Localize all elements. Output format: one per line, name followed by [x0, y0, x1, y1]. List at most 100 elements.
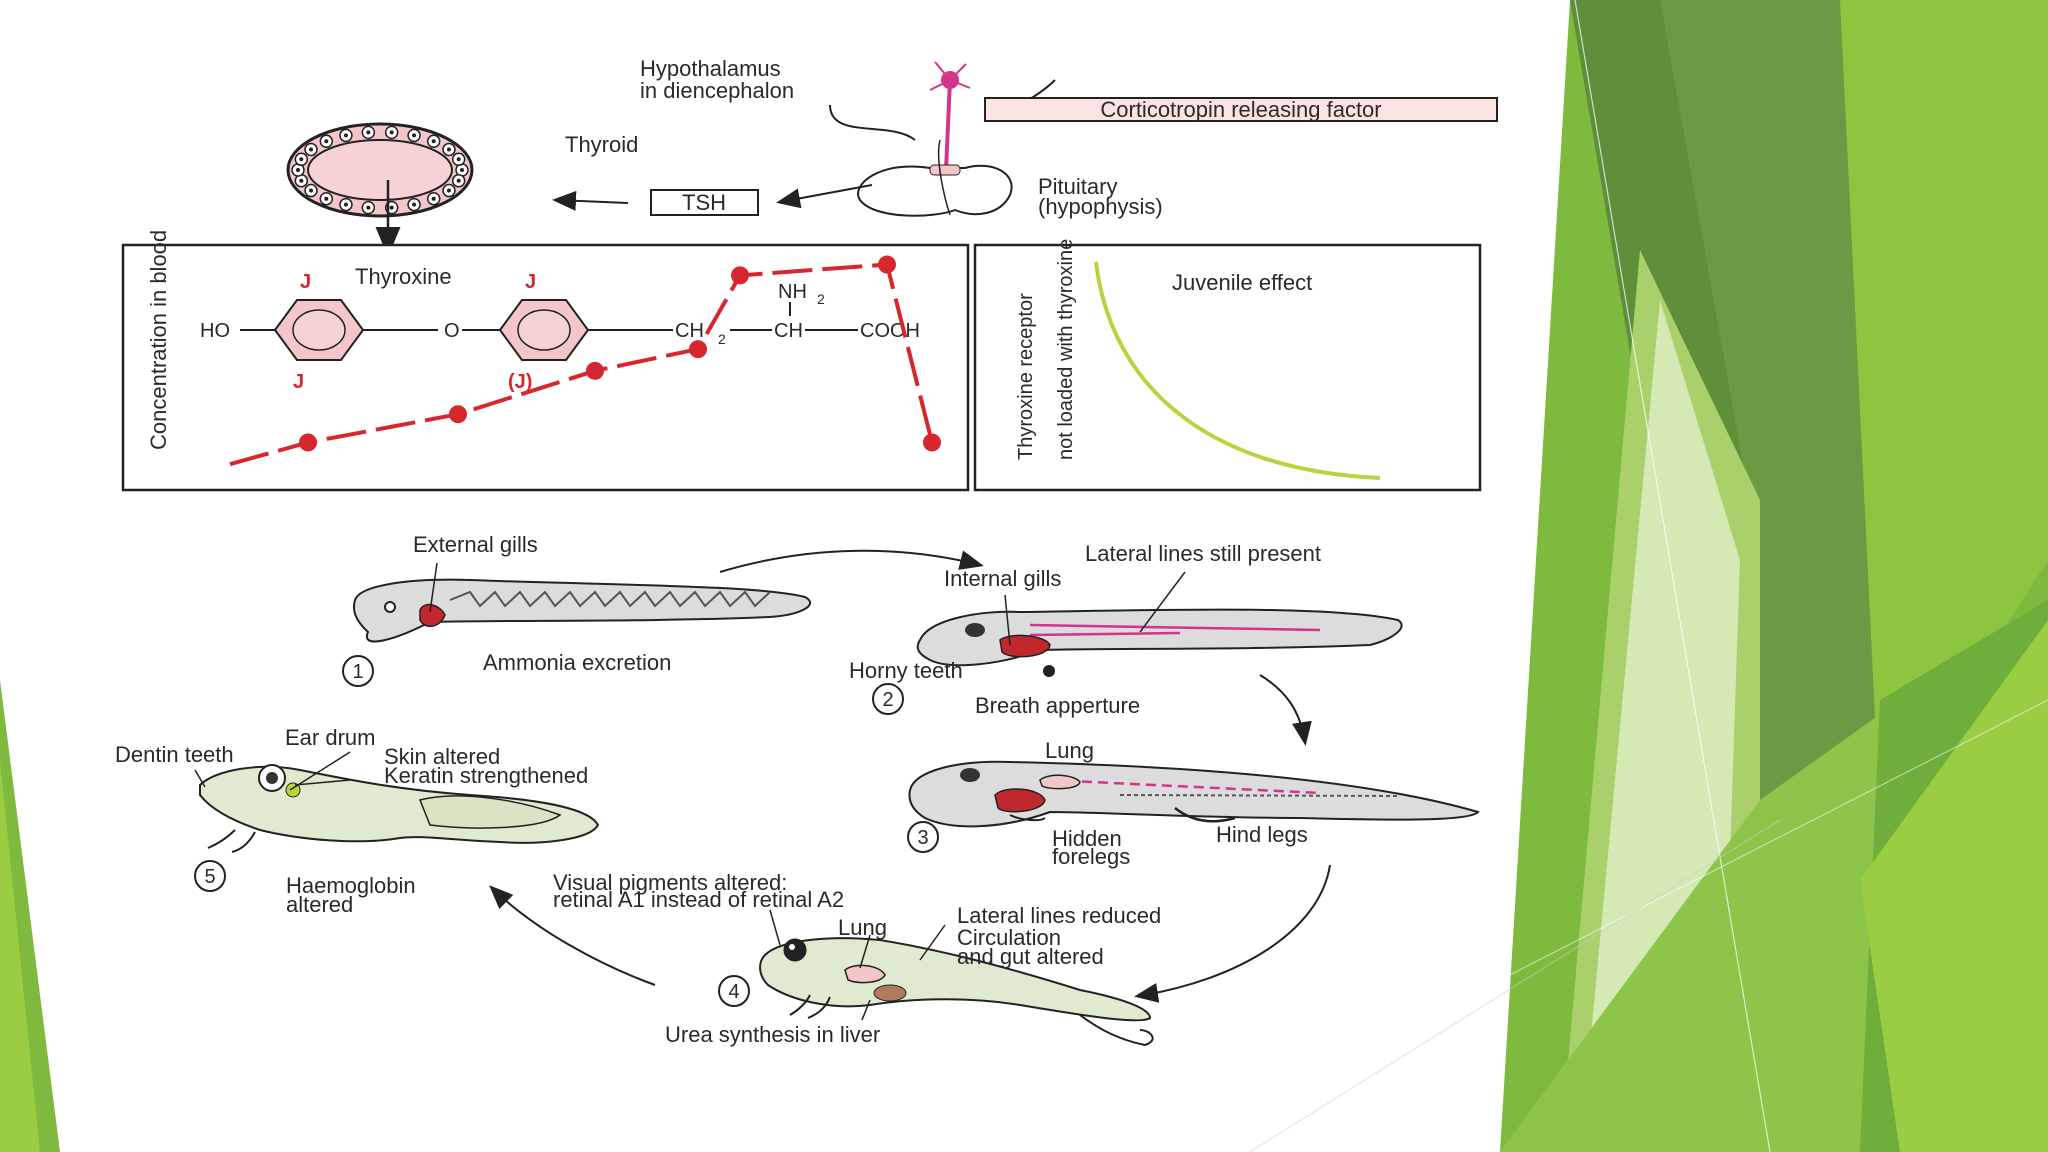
hypothalamus-label-line2: in diencephalon — [640, 78, 794, 103]
visual-pigments-label-line1: Visual pigments altered: — [553, 870, 787, 895]
stage-1-number: 1 — [352, 661, 363, 683]
thyroid-cell-nucleus — [460, 168, 464, 172]
dentin-teeth-label: Dentin teeth — [115, 742, 234, 767]
crf-box — [984, 97, 1498, 122]
thyroid-cell-nucleus — [324, 196, 329, 201]
arrow-pituitary-to-tsh — [776, 184, 873, 209]
thyroxine-data-point — [689, 340, 707, 359]
receptor-axis-label-line2: not loaded with thyroxine — [1055, 239, 1077, 460]
stage-3-marker — [907, 821, 939, 853]
thyroid-cell-nucleus — [309, 188, 314, 193]
skin-altered-label-line1: Skin altered — [384, 744, 500, 769]
chem-ch: CH — [774, 320, 803, 342]
thyroxine-panel: Concentration in blood Thyroxine HO J J … — [121, 230, 970, 492]
green-decoration-left — [0, 680, 60, 1152]
hidden-forelegs-label-line2: forelegs — [1052, 844, 1130, 869]
internal-gills-icon — [999, 634, 1051, 658]
thyroid-cell-nucleus — [456, 178, 461, 183]
thyroid-cell-nucleus — [431, 139, 436, 144]
chem-ch2: CH — [675, 320, 704, 342]
thyroid-cell-nucleus — [446, 147, 451, 152]
ear-drum-label: Ear drum — [285, 725, 375, 750]
hypothalamus-label-line1: Hypothalamus — [640, 56, 781, 81]
stage-4-number: 4 — [728, 981, 739, 1003]
iodine-label-3: J — [525, 271, 536, 293]
juvenile-panel-frame — [973, 243, 1482, 492]
tsh-box — [650, 189, 759, 216]
thyroid-cell-nucleus — [389, 130, 394, 135]
circulation-label-line2: and gut altered — [957, 944, 1104, 969]
stage-3-lung-label: Lung — [1045, 738, 1094, 763]
thyroxine-data-point — [449, 405, 467, 424]
horny-teeth-label: Horny teeth — [849, 658, 963, 683]
external-gills-label: External gills — [413, 532, 538, 557]
arrow-stage1-to-stage2 — [719, 549, 984, 573]
thyroid-cell-nucleus — [324, 139, 329, 144]
thyroid-gland-illustration — [286, 122, 474, 218]
arrow-stage4-to-stage5 — [489, 885, 656, 986]
thyroxine-data-point — [878, 255, 896, 274]
concentration-axis-label: Concentration in blood — [146, 230, 171, 450]
froglet-lung-icon — [844, 964, 886, 984]
thyroid-cell-nucleus — [389, 205, 394, 210]
breath-aperture-icon — [1043, 665, 1055, 677]
skin-altered-label-line2: Keratin strengthened — [384, 763, 588, 788]
stage-2-number: 2 — [882, 689, 893, 711]
thyroid-cell-nucleus — [456, 157, 461, 162]
thyroid-cell-nucleus — [366, 130, 371, 135]
chem-ho: HO — [200, 320, 230, 342]
thyroxine-concentration-curve — [229, 255, 941, 467]
metamorphosis-cycle: External gills Ammonia excretion 1 Later… — [115, 532, 1480, 1047]
juvenile-panel: Juvenile effect Thyroxine receptor not l… — [973, 239, 1482, 492]
stage-2-marker — [872, 683, 904, 715]
liver-icon — [873, 984, 907, 1002]
pituitary-label-line1: Pituitary — [1038, 174, 1117, 199]
thyroid-cell-nucleus — [299, 178, 304, 183]
iodine-label-4: (J) — [508, 371, 532, 393]
thyroxine-data-point — [586, 361, 604, 380]
green-decoration-right — [1249, 0, 2048, 1152]
ammonia-excretion-label: Ammonia excretion — [483, 650, 671, 675]
crf-label: Corticotropin releasing factor — [1100, 97, 1381, 122]
thyroid-cell-nucleus — [343, 202, 348, 207]
chem-nh2-sub: 2 — [817, 291, 825, 307]
chem-ch2-sub: 2 — [718, 331, 726, 347]
stage-3-number: 3 — [917, 827, 928, 849]
hidden-forelegs-label-line1: Hidden — [1052, 826, 1122, 851]
internal-gills-label: Internal gills — [944, 566, 1061, 591]
thyroxine-title: Thyroxine — [355, 264, 452, 289]
iodine-label-2: J — [293, 371, 304, 393]
thyroid-label: Thyroid — [565, 132, 638, 157]
stage-2-tadpole — [916, 571, 1403, 677]
thyroid-cell-nucleus — [343, 133, 348, 138]
thyroid-cell-nucleus — [299, 157, 304, 162]
chem-nh2: NH — [778, 281, 807, 303]
lateral-lines-present-label: Lateral lines still present — [1085, 541, 1321, 566]
iodine-label-1: J — [300, 271, 311, 293]
thyroid-cell-nucleus — [309, 147, 314, 152]
thyroxine-structure: HO J J O J (J) CH 2 CH NH 2 COOH — [200, 271, 920, 393]
lung-icon — [1039, 774, 1081, 790]
thyroid-cell-nucleus — [446, 188, 451, 193]
haemoglobin-label-line1: Haemoglobin — [286, 873, 416, 898]
hind-legs-label: Hind legs — [1216, 822, 1308, 847]
thyroxine-data-point — [731, 266, 749, 285]
stage-5-marker — [194, 860, 226, 892]
arrow-stage2-to-stage3 — [1259, 674, 1312, 746]
stage-5-number: 5 — [204, 866, 215, 888]
hind-legs-icon — [1174, 807, 1236, 823]
stage-3-tadpole — [908, 760, 1480, 828]
urea-synthesis-label: Urea synthesis in liver — [665, 1022, 880, 1047]
thyroxine-panel-frame — [121, 243, 970, 492]
tsh-label: TSH — [682, 190, 726, 215]
thyroxine-data-point — [923, 433, 941, 452]
thyroid-cell-nucleus — [431, 196, 436, 201]
thyroxine-curve-line — [229, 262, 934, 467]
thyroid-cell-nucleus — [366, 205, 371, 210]
pituitary-label-line2: (hypophysis) — [1038, 194, 1163, 219]
stage-1-marker — [342, 655, 374, 687]
neuron-icon — [929, 61, 971, 171]
chem-cooh: COOH — [860, 320, 920, 342]
chem-o: O — [444, 320, 460, 342]
